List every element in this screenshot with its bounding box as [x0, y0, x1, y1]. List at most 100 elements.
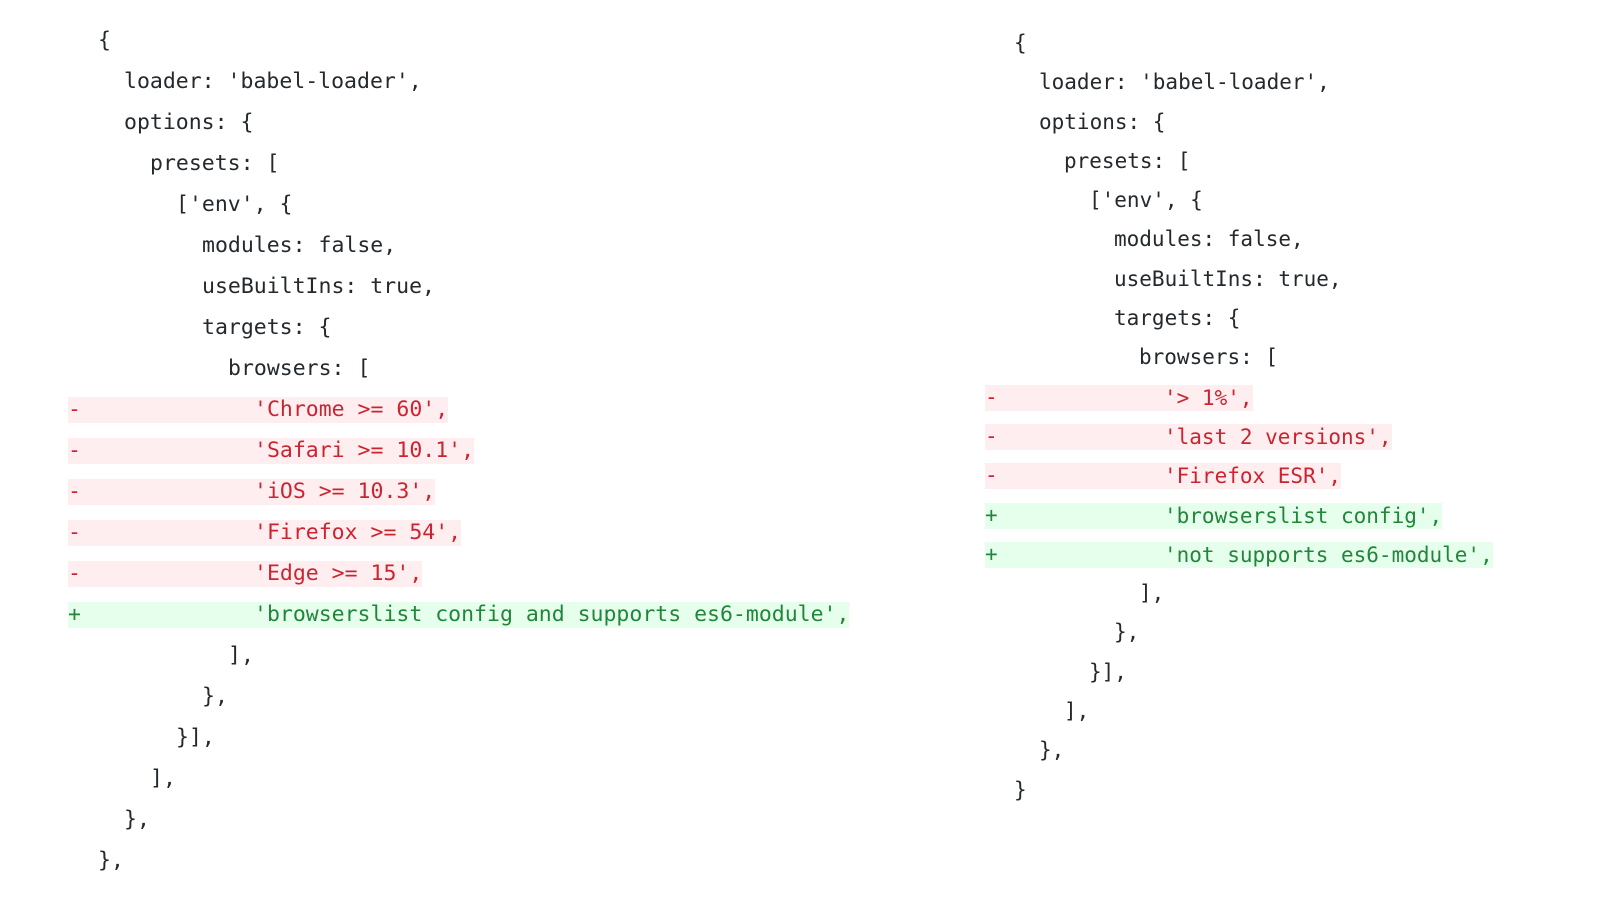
context-line: presets: [ — [985, 142, 1585, 181]
added-line: +'browserslist config', — [985, 496, 1585, 535]
code-highlight: ], — [68, 643, 254, 668]
code-text: }, — [1114, 620, 1140, 645]
code-text: options: { — [1039, 109, 1166, 134]
context-line: { — [985, 24, 1585, 63]
code-highlight: targets: { — [985, 306, 1240, 330]
code-highlight: useBuiltIns: true, — [985, 267, 1342, 291]
code-text: 'Safari >= 10.1', — [254, 438, 475, 463]
code-text: { — [1014, 31, 1027, 55]
code-text: }, — [124, 807, 150, 832]
code-highlight: loader: 'babel-loader', — [985, 70, 1330, 94]
code-highlight: }, — [68, 848, 124, 873]
context-line: ], — [68, 758, 928, 799]
context-line: }, — [68, 799, 928, 840]
code-highlight: 'Firefox >= 54', — [68, 520, 462, 546]
code-text: useBuiltIns: true, — [202, 274, 435, 299]
code-text: }, — [202, 684, 228, 709]
code-text: ], — [1064, 699, 1090, 724]
deleted-line: -'Firefox ESR', — [985, 456, 1585, 495]
code-text: loader: 'babel-loader', — [1039, 70, 1330, 95]
code-highlight: 'Chrome >= 60', — [68, 397, 449, 423]
minus-marker: - — [68, 479, 81, 504]
code-highlight: 'Edge >= 15', — [68, 561, 423, 587]
deleted-line: - 'last 2 versions', — [985, 417, 1585, 456]
code-highlight: useBuiltIns: true, — [68, 274, 435, 299]
context-line: ['env', { — [68, 184, 928, 225]
context-line: options: { — [68, 102, 928, 143]
code-text: 'Firefox ESR', — [1164, 464, 1342, 489]
context-line: useBuiltIns: true, — [985, 260, 1585, 299]
code-text: targets: { — [1114, 306, 1241, 331]
code-text: ], — [150, 766, 176, 791]
code-highlight: }, — [985, 738, 1064, 762]
context-line: ['env', { — [985, 181, 1585, 220]
deleted-line: - 'iOS >= 10.3', — [68, 471, 928, 512]
context-line: targets: { — [68, 307, 928, 348]
minus-marker: - — [985, 423, 998, 448]
context-line: loader: 'babel-loader', — [68, 61, 928, 102]
code-highlight: ], — [985, 699, 1089, 723]
deleted-line: - 'Safari >= 10.1', — [68, 430, 928, 471]
code-highlight: modules: false, — [68, 233, 396, 258]
code-text: }], — [176, 725, 215, 750]
code-highlight: 'iOS >= 10.3', — [68, 479, 436, 505]
code-highlight: presets: [ — [985, 149, 1190, 173]
code-highlight: ['env', { — [985, 188, 1203, 212]
code-highlight: }, — [68, 684, 228, 709]
context-line: useBuiltIns: true, — [68, 266, 928, 307]
code-text: useBuiltIns: true, — [1114, 266, 1342, 291]
code-highlight: }, — [985, 620, 1139, 644]
code-text: browsers: [ — [228, 356, 371, 381]
deleted-line: -'> 1%', — [985, 378, 1585, 417]
code-highlight: 'Firefox ESR', — [985, 463, 1342, 490]
code-text: presets: [ — [150, 151, 280, 176]
code-highlight: } — [985, 778, 1027, 802]
minus-marker: - — [68, 397, 81, 422]
context-line: presets: [ — [68, 143, 928, 184]
code-text: options: { — [124, 110, 254, 135]
context-line: }], — [68, 717, 928, 758]
code-text: targets: { — [202, 315, 332, 340]
code-highlight: 'browserslist config', — [985, 502, 1443, 529]
code-highlight: 'last 2 versions', — [985, 423, 1392, 450]
code-highlight: }], — [985, 660, 1127, 684]
context-line: { — [68, 20, 928, 61]
context-line: options: { — [985, 103, 1585, 142]
code-text: 'last 2 versions', — [1164, 424, 1392, 449]
code-text: 'Chrome >= 60', — [254, 397, 449, 422]
plus-marker: + — [68, 602, 81, 627]
minus-marker: - — [68, 438, 81, 463]
code-highlight: browsers: [ — [68, 356, 370, 381]
minus-marker: - — [985, 384, 998, 409]
left-diff-panel: { loader: 'babel-loader', options: { preset… — [68, 20, 928, 881]
context-line: }], — [985, 653, 1585, 692]
code-text: modules: false, — [1114, 227, 1304, 252]
code-text: 'iOS >= 10.3', — [254, 479, 436, 504]
context-line: }, — [68, 676, 928, 717]
code-highlight: }, — [68, 807, 150, 832]
code-highlight: options: { — [985, 110, 1165, 134]
code-text: presets: [ — [1064, 148, 1191, 173]
code-highlight: ['env', { — [68, 192, 293, 217]
code-highlight: options: { — [68, 110, 253, 135]
code-text: ], — [228, 643, 254, 668]
code-highlight: browsers: [ — [985, 345, 1278, 369]
code-highlight: loader: 'babel-loader', — [68, 69, 422, 94]
minus-marker: - — [68, 520, 81, 545]
code-highlight: 'not supports es6-module', — [985, 541, 1493, 568]
context-line: ], — [985, 692, 1585, 731]
code-highlight: ], — [985, 581, 1164, 605]
plus-marker: + — [985, 502, 998, 527]
context-line: modules: false, — [985, 220, 1585, 259]
code-highlight: modules: false, — [985, 227, 1304, 251]
context-line: ], — [68, 635, 928, 676]
code-highlight: { — [985, 31, 1027, 55]
context-line: }, — [985, 613, 1585, 652]
context-line: targets: { — [985, 299, 1585, 338]
code-text: 'browserslist config and supports es6-mo… — [254, 602, 850, 627]
context-line: } — [985, 771, 1585, 810]
context-line: browsers: [ — [985, 338, 1585, 377]
right-diff-panel: { loader: 'babel-loader', options: { preset… — [985, 24, 1585, 810]
code-text: ], — [1139, 581, 1165, 606]
code-text: browsers: [ — [1139, 345, 1279, 370]
